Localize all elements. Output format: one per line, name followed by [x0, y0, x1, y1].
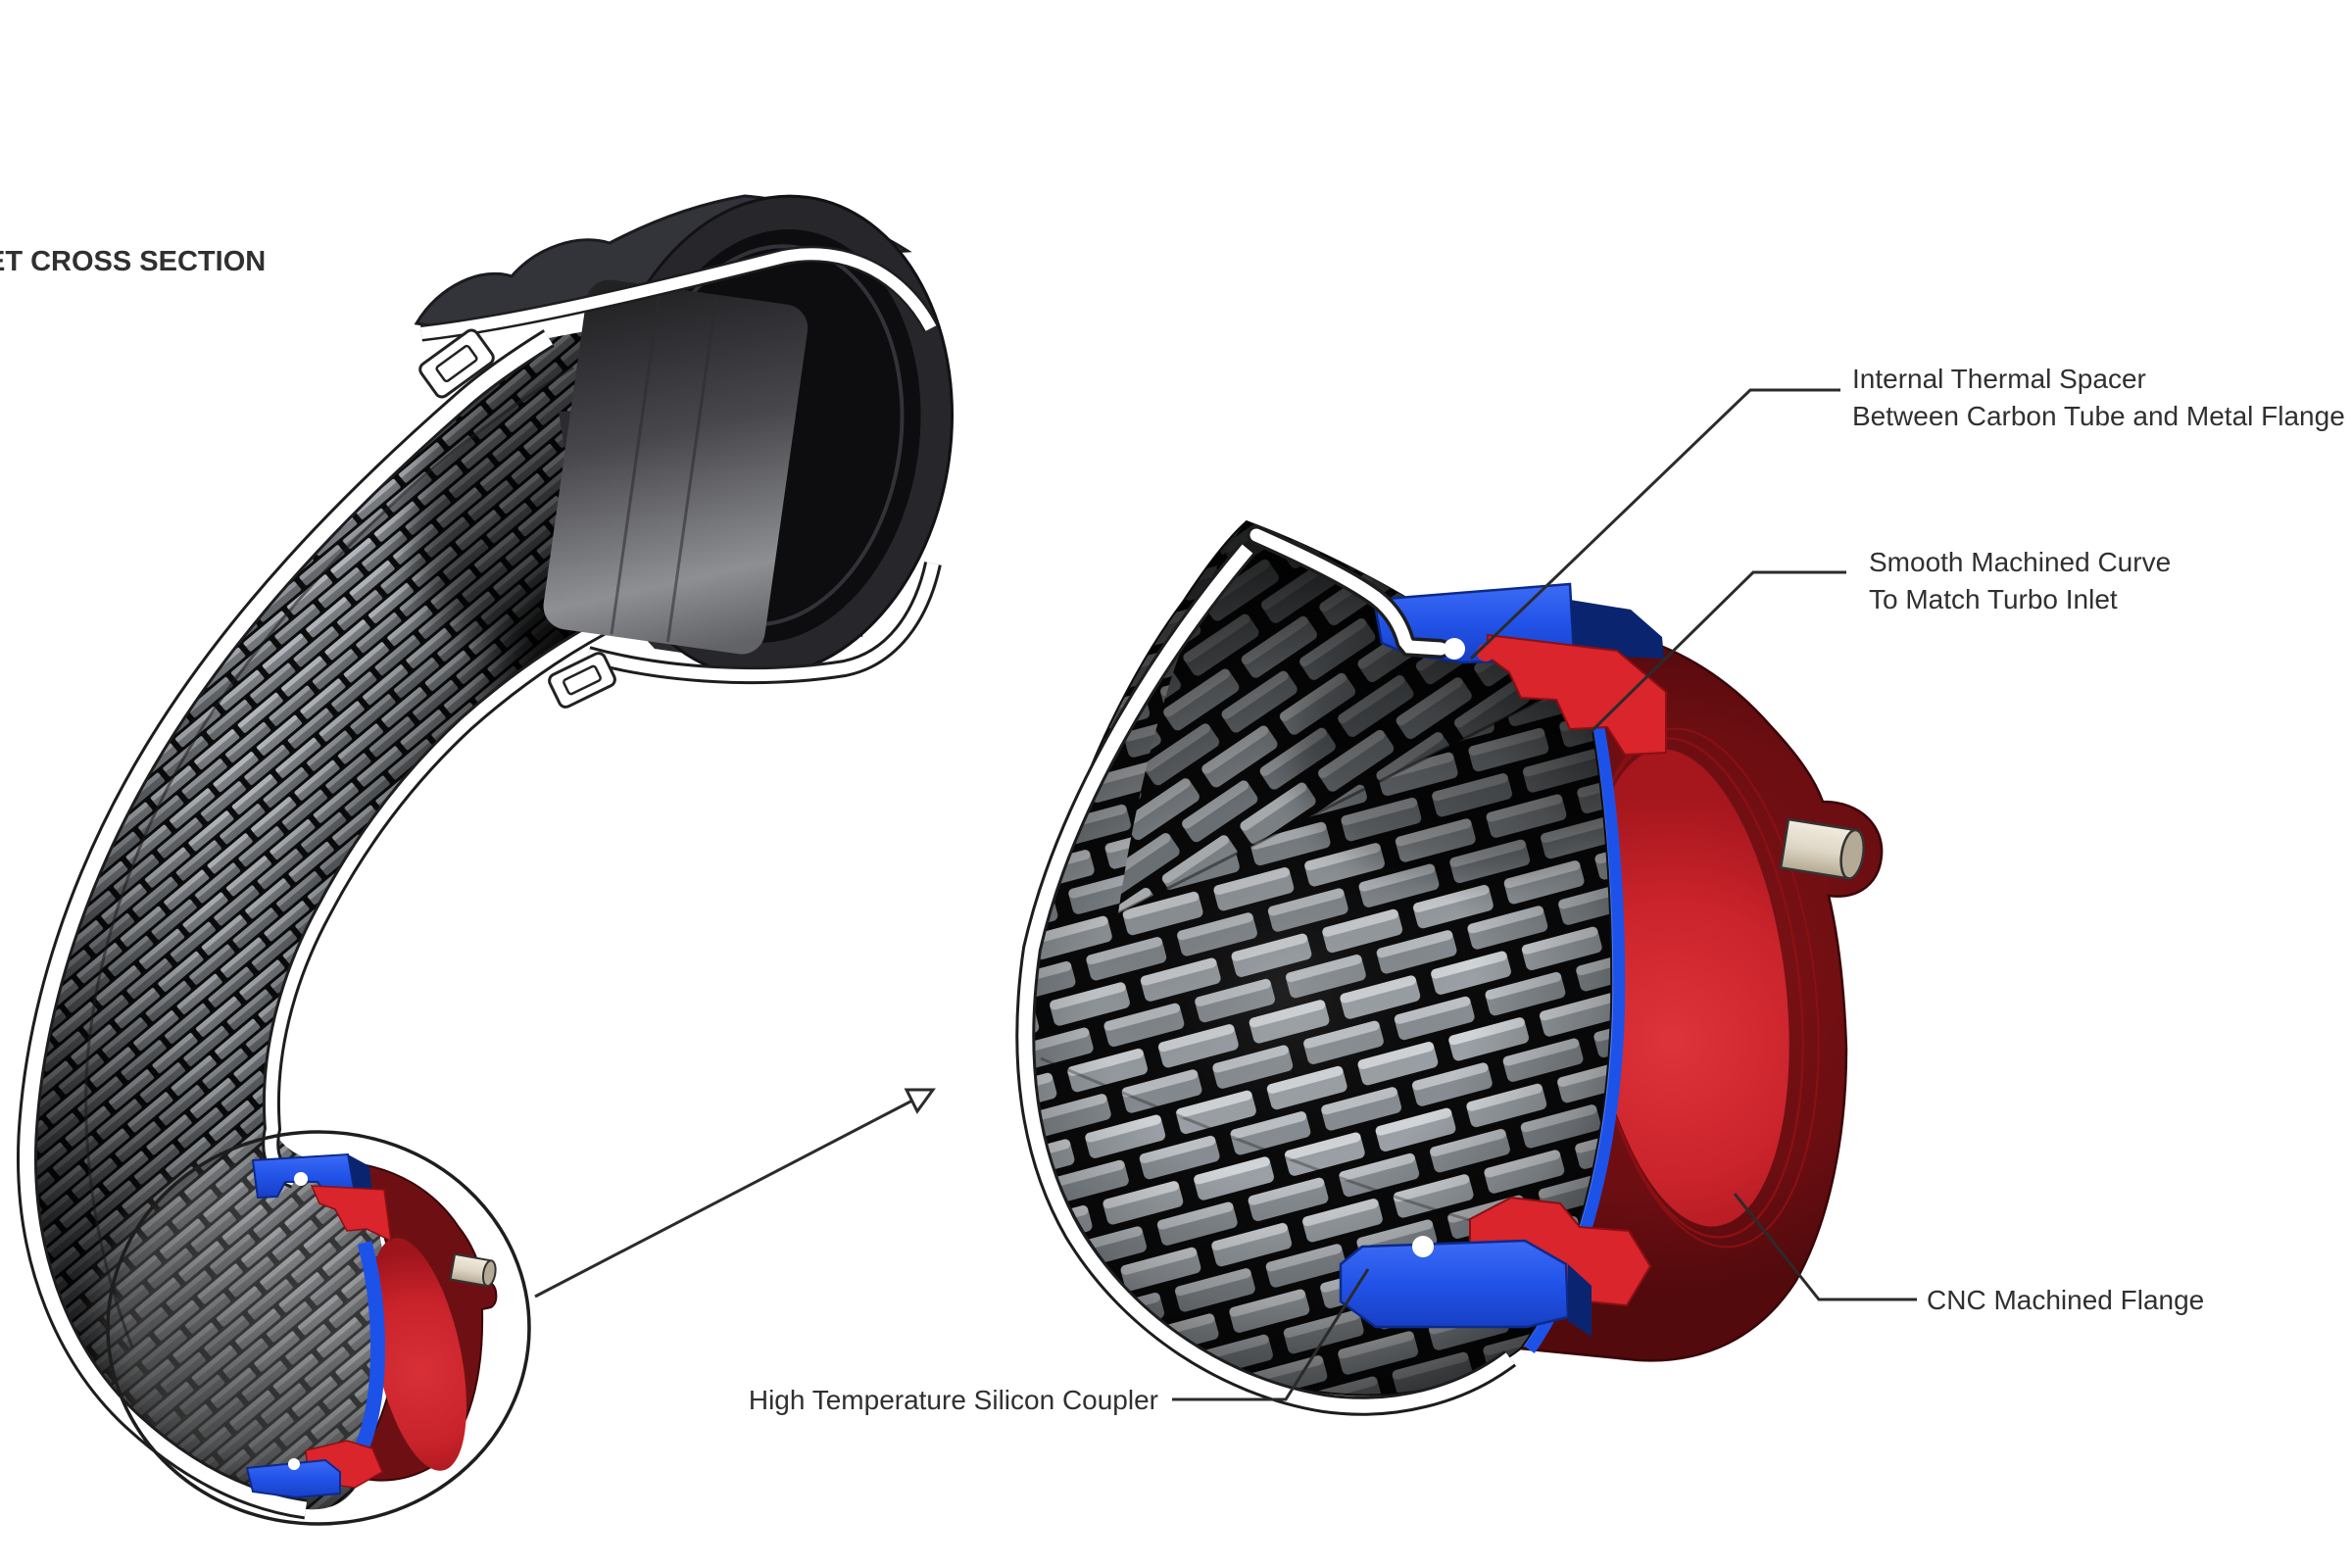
svg-text:Internal Thermal Spacer: Internal Thermal Spacer	[1852, 364, 2146, 394]
svg-text:Smooth Machined Curve: Smooth Machined Curve	[1869, 547, 2171, 577]
svg-text:ET CROSS SECTION: ET CROSS SECTION	[0, 246, 266, 277]
svg-text:To Match Turbo Inlet: To Match Turbo Inlet	[1869, 584, 2118, 614]
svg-text:CNC Machined Flange: CNC Machined Flange	[1927, 1285, 2204, 1315]
svg-text:High Temperature Silicon Coupl: High Temperature Silicon Coupler	[749, 1385, 1158, 1415]
svg-text:Between Carbon Tube and Metal: Between Carbon Tube and Metal Flange	[1852, 401, 2345, 431]
